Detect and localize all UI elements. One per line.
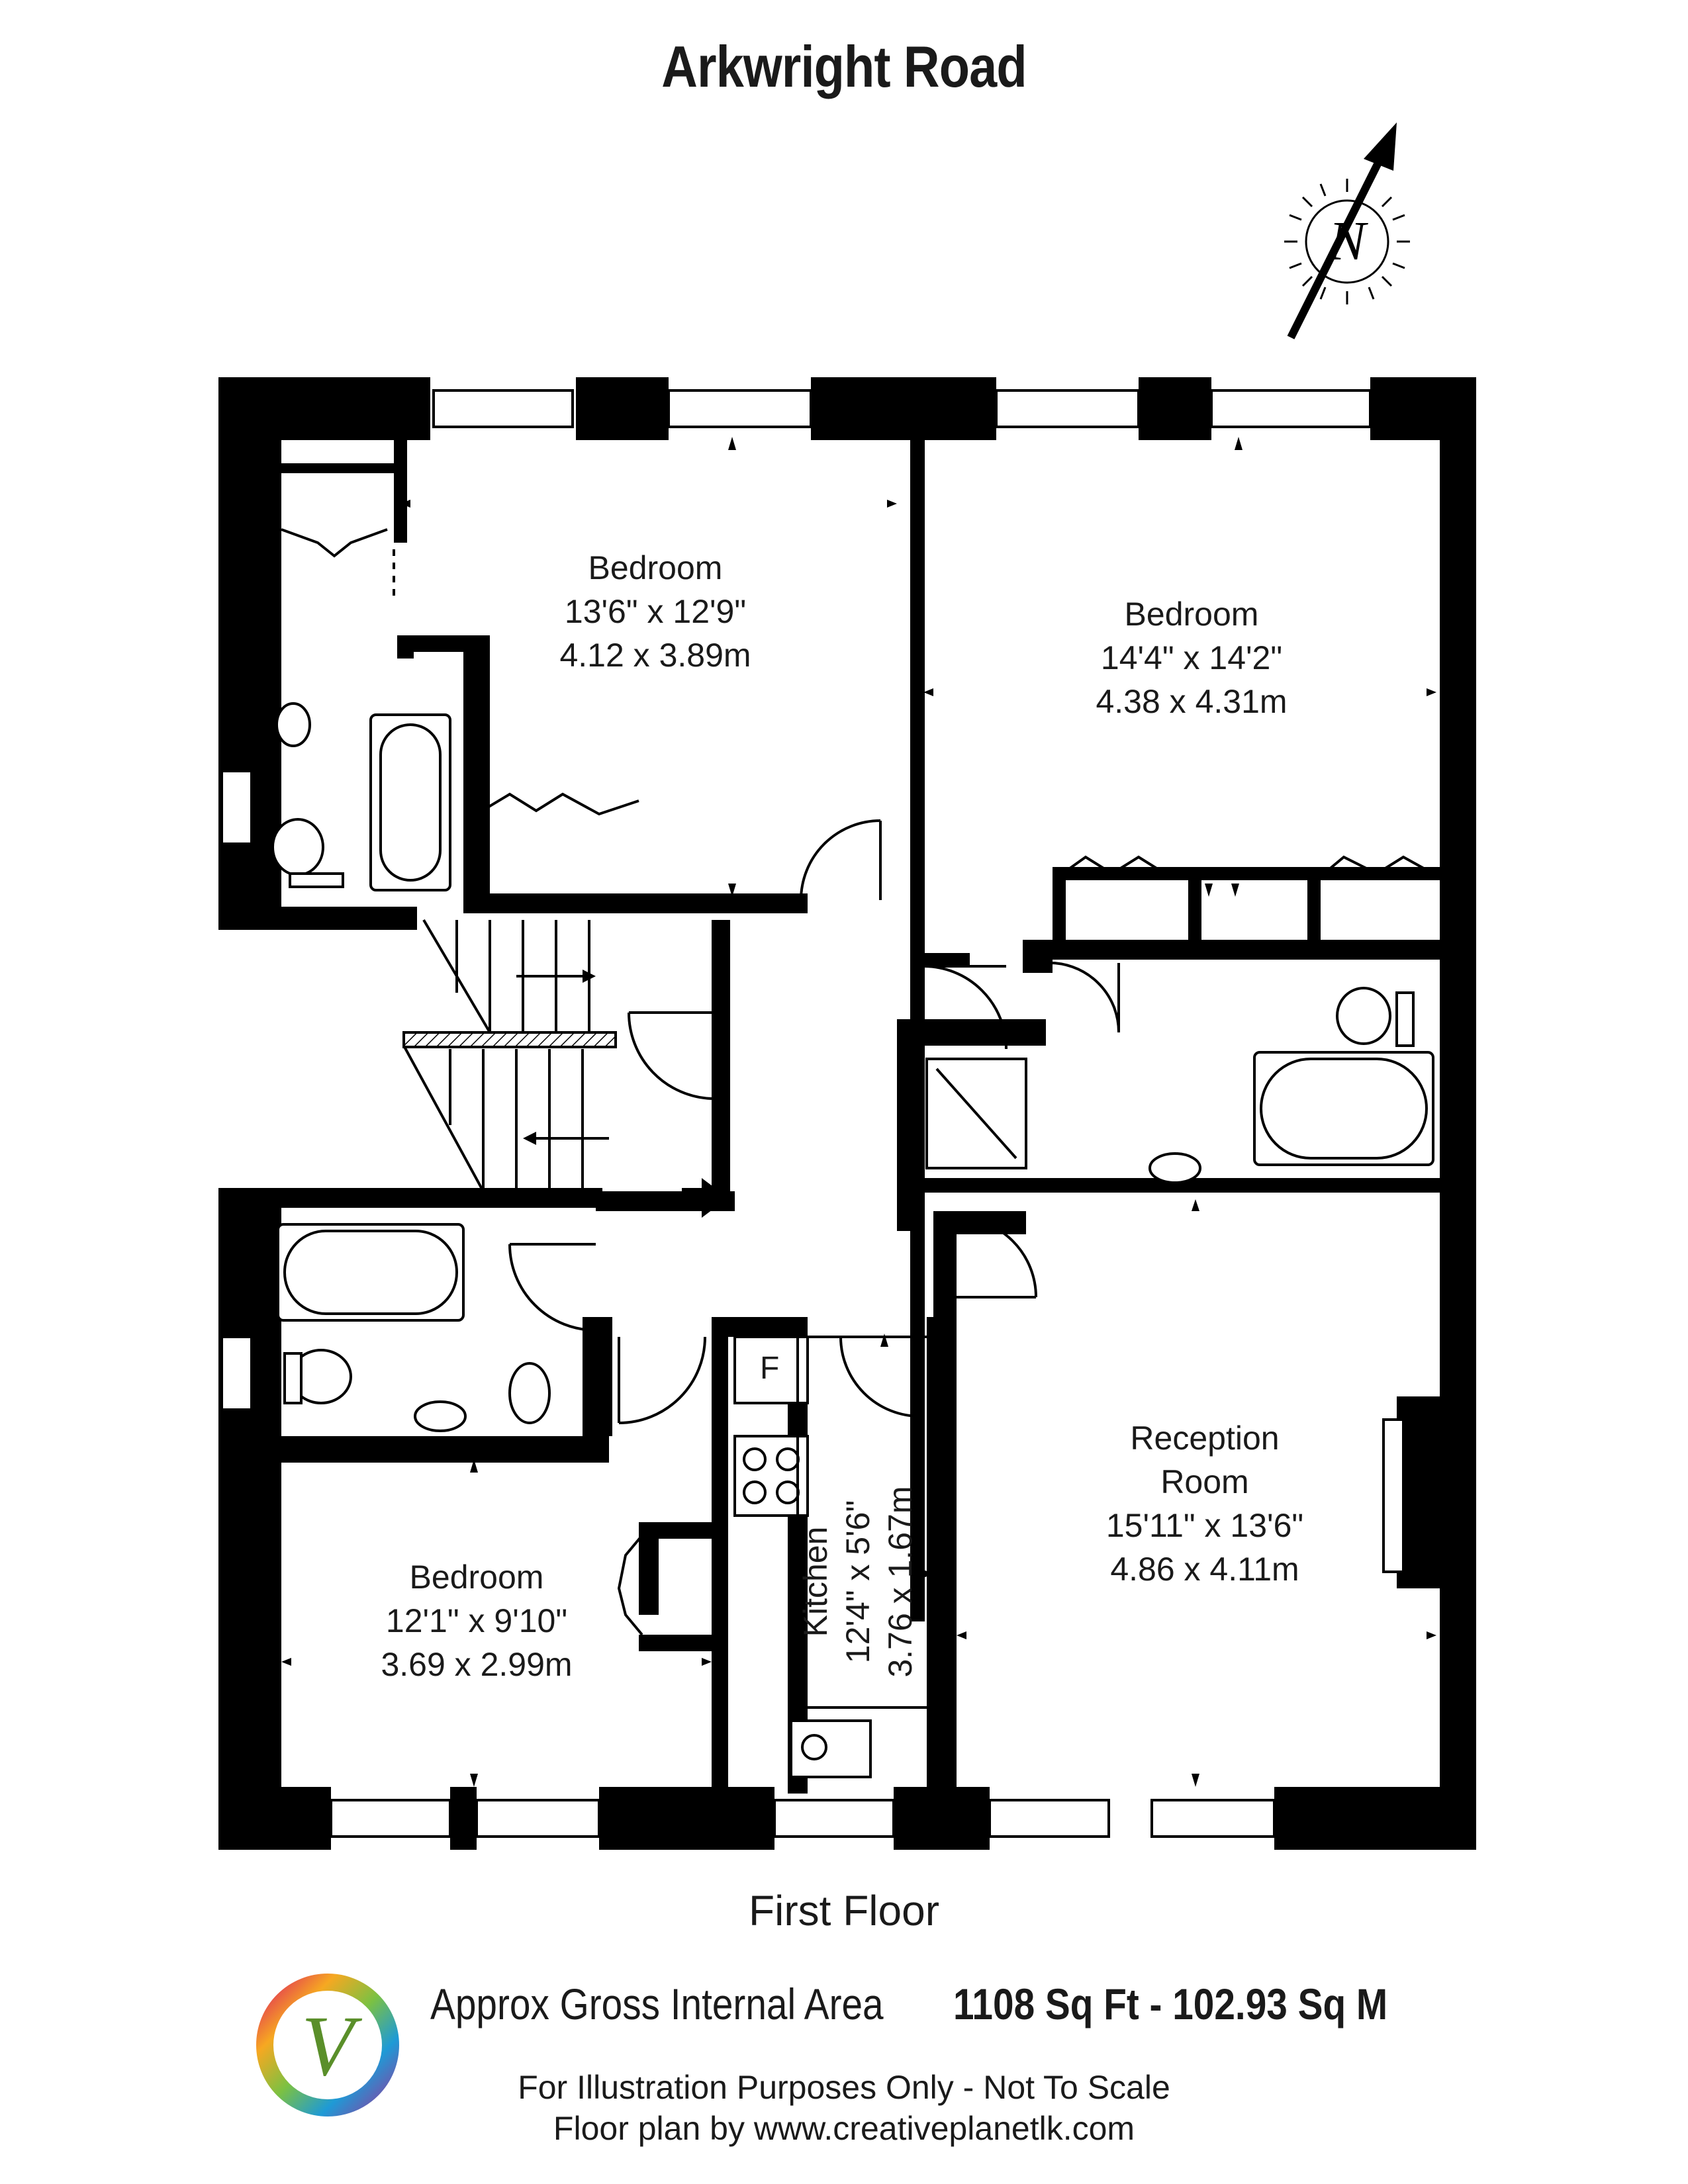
room-size-metric: 4.12 x 3.89m [559, 637, 751, 674]
room-size-imperial: 13'6" x 12'9" [564, 593, 747, 630]
disclaimer: For Illustration Purposes Only - Not To … [518, 2069, 1170, 2106]
basin-icon [414, 1400, 467, 1432]
room-name: Bedroom [588, 549, 723, 586]
compass-sunburst [1284, 179, 1410, 304]
toilet-icon [271, 818, 324, 876]
window [330, 1799, 451, 1838]
room-size-imperial: 15'11" x 13'6" [1105, 1507, 1304, 1544]
room-label-bedroom-2: Bedroom 14'4" x 14'2" 4.38 x 4.31m [1053, 592, 1331, 723]
room-name: Bedroom [1124, 596, 1259, 633]
window [773, 1799, 895, 1838]
toilet-icon [508, 1362, 551, 1424]
room-size-imperial: 14'4" x 14'2" [1100, 639, 1283, 676]
room-name: Bedroom [409, 1559, 544, 1596]
room-label-bedroom-3: Bedroom 12'1" x 9'10" 3.69 x 2.99m [338, 1555, 616, 1686]
floor-label: First Floor [749, 1887, 939, 1934]
compass-needle [1287, 157, 1384, 340]
brand-logo-letter: V [301, 1999, 362, 2094]
fireplace [1382, 1418, 1405, 1573]
room-size-metric: 4.86 x 4.11m [1110, 1551, 1299, 1588]
dimension-markers [281, 437, 1436, 1787]
window [995, 389, 1140, 428]
credit: Floor plan by www.creativeplanetlk.com [553, 2110, 1135, 2147]
room-size-imperial: 12'1" x 9'10" [385, 1602, 568, 1639]
window [988, 1799, 1110, 1838]
staircase [402, 919, 617, 1192]
doors [281, 528, 1434, 1636]
stair-arrow-icon [523, 1132, 536, 1145]
hob-icon [733, 1435, 809, 1517]
fridge-icon [733, 1336, 809, 1404]
area-label: Approx Gross Internal Area [430, 1979, 884, 2028]
room-name-line-2: Room [1160, 1463, 1249, 1500]
window [220, 770, 253, 845]
window [220, 1336, 253, 1411]
entrance-arrow-icon [682, 1178, 728, 1218]
basin-icon [1149, 1152, 1201, 1184]
fridge-label: F [760, 1351, 780, 1386]
room-size-metric: 4.38 x 4.31m [1096, 683, 1288, 720]
room-label-reception: Reception Room 15'11" x 13'6" 4.86 x 4.1… [1066, 1416, 1344, 1591]
room-label-bedroom-1: Bedroom 13'6" x 12'9" 4.12 x 3.89m [516, 546, 794, 677]
brand-logo: V [256, 1974, 399, 2116]
north-arrow-icon [1364, 122, 1397, 171]
bathtub-basin [379, 723, 442, 882]
room-label-kitchen: Kitchen 12'4" x 5'6" 3.76 x 1.67m [794, 1416, 927, 1747]
compass-north-label: N [1328, 210, 1368, 272]
plan-title: Arkwright Road [661, 34, 1027, 99]
windows [220, 389, 1405, 1838]
compass: N [1284, 122, 1410, 340]
area-value: 1108 Sq Ft - 102.93 Sq M [953, 1979, 1388, 2028]
room-size-imperial: 12'4" x 5'6" [839, 1500, 876, 1664]
basin-icon [275, 702, 311, 747]
bathtub-basin [1260, 1058, 1428, 1160]
room-size-metric: 3.76 x 1.67m [882, 1486, 919, 1678]
window [1150, 1799, 1276, 1838]
bathtub-basin [283, 1230, 458, 1315]
stair-arrow-icon [583, 970, 596, 983]
kitchen-counter [796, 1336, 931, 1709]
room-name-line-1: Reception [1130, 1420, 1280, 1457]
window [475, 1799, 600, 1838]
room-size-metric: 3.69 x 2.99m [381, 1646, 573, 1683]
window [432, 389, 574, 428]
toilet-icon [1336, 987, 1391, 1045]
window [1210, 389, 1372, 428]
fixtures [271, 702, 1434, 1778]
window [667, 389, 812, 428]
room-name: Kitchen [797, 1526, 834, 1637]
